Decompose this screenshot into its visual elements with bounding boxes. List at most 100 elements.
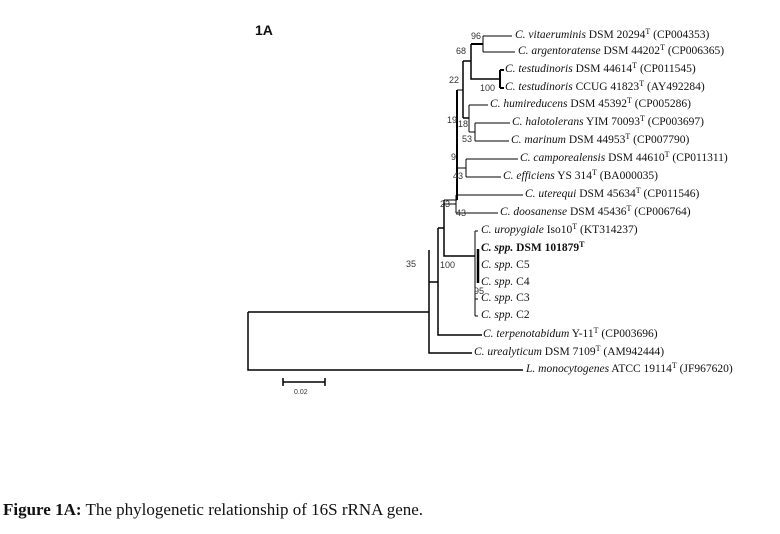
taxon-label: C. urealyticum DSM 7109T (AM942444) [474,344,665,359]
taxon-accession: (AM942444) [600,346,665,358]
branch [443,200,475,257]
taxon-strain: DSM 45634 [576,188,636,200]
taxon-accession: (CP011311) [669,152,728,164]
scale-bar-label: 0.02 [294,389,308,396]
taxon-strain: Y-11 [569,328,594,340]
taxon-strain: Iso10 [543,224,573,236]
branch [499,69,504,89]
figure-caption: Figure 1A: The phylogenetic relationship… [3,500,423,520]
taxon-accession: (CP006764) [631,206,691,218]
taxon-strain: DSM 44202 [600,45,661,57]
taxon-strain: C2 [513,309,530,321]
taxon-strain: YS 314 [554,170,593,182]
taxon-label: C. doosanense DSM 45436T (CP006764) [500,205,691,219]
taxon-label: C. halotolerans YIM 70093T (CP003697) [512,114,704,129]
branch [437,227,482,336]
taxon-label: C. marinum DSM 44953T (CP007790) [511,133,690,147]
taxon-name: C. urealyticum [474,346,542,358]
taxon-strain: DSM 44614 [572,63,633,75]
taxon-name: C. spp. [481,309,514,321]
taxon-strain: C3 [513,292,530,304]
taxon-name: C. argentoratense [518,45,601,57]
taxon-label: L. monocytogenes ATCC 19114T (JF967620) [526,362,733,376]
taxon-strain: DSM 45392 [567,98,627,110]
type-strain-mark: T [595,344,601,353]
bootstrap-value: 68 [456,46,467,56]
type-strain-mark: T [660,43,665,52]
type-strain-mark: T [592,168,597,177]
taxon-strain: DSM 101879 [513,242,580,254]
type-strain-mark: T [632,61,638,70]
scale-bar [282,378,326,386]
bootstrap-value: 100 [480,83,496,93]
taxon-name: L. monocytogenes [526,363,610,375]
type-strain-mark: T [572,222,578,231]
taxon-name: C. spp. [481,276,514,288]
type-strain-mark: T [640,114,645,123]
taxon-accession: (AY492284) [644,81,705,93]
taxon-strain: CCUG 41823 [572,81,640,93]
taxon-name: C. doosanense [500,206,568,218]
taxon-strain: C4 [513,276,530,288]
taxon-label: C. humireducens DSM 45392T (CP005286) [490,97,691,111]
branch [444,199,457,205]
figure-label: 1A [255,22,273,38]
taxon-strain: DSM 7109 [541,346,596,358]
taxon-label: C. uropygiale Iso10T (KT314237) [481,222,638,237]
taxon-accession: (CP003696) [598,328,658,340]
taxon-label: C. spp. DSM 101879T [481,240,585,255]
taxon-name: C. vitaeruminis [515,29,586,41]
taxon-name: C. halotolerans [512,116,584,128]
taxon-strain: DSM 44610 [605,152,665,164]
type-strain-mark: T [645,27,651,36]
bootstrap-value: 100 [440,260,456,270]
type-strain-mark: T [579,240,585,249]
taxon-label: C. vitaeruminis DSM 20294T (CP004353) [515,27,710,42]
bootstrap-value: 96 [471,31,482,41]
branch [470,44,500,80]
taxon-accession: (CP011546) [640,188,700,200]
bootstrap-value: 53 [462,134,473,144]
taxon-accession: (CP005286) [631,98,691,110]
branch [457,89,466,169]
taxon-strain: ATCC 19114 [609,363,672,375]
taxon-name: C. efficiens [503,170,555,182]
taxon-label: C. efficiens YS 314T (BA000035) [503,168,658,183]
taxon-name: C. camporealensis [520,152,606,164]
taxon-accession: (CP004353) [650,29,710,41]
taxon-strain: C5 [513,259,530,271]
type-strain-mark: T [593,326,599,335]
branch [428,250,472,354]
taxon-label: C. terpenotabidum Y-11T (CP003696) [483,326,658,341]
caption-label: Figure 1A: [3,500,82,519]
taxon-strain: YIM 70093 [583,116,640,128]
branch [462,61,469,119]
taxon-strain: DSM 44953 [565,134,626,146]
branch [468,104,488,132]
taxon-accession: (JF967620) [676,363,733,375]
taxon-accession: (KT314237) [577,224,638,236]
taxon-label: C. testudinoris DSM 44614T (CP011545) [505,61,696,76]
taxon-name: C. marinum [511,134,566,146]
taxon-label: C. uterequi DSM 45634T (CP011546) [525,187,700,201]
taxon-accession: (CP006365) [664,45,725,57]
bootstrap-value: 9 [451,152,457,162]
taxon-label: C. spp. C3 [481,292,530,304]
taxon-accession: (CP007790) [630,134,690,146]
caption-text: The phylogenetic relationship of 16S rRN… [81,500,424,519]
taxon-name: C. testudinoris [505,63,573,75]
bootstrap-value: 95 [474,286,485,296]
taxon-name: C. terpenotabidum [483,328,570,340]
bootstrap-value: 43 [456,208,467,218]
bootstrap-value: 43 [453,171,464,181]
taxon-label: C. spp. C2 [481,309,530,321]
taxon-name: C. spp. [481,292,514,304]
taxon-accession: (CP011545) [637,63,696,75]
type-strain-mark: T [664,150,670,159]
taxon-accession: (CP003697) [644,116,704,128]
taxon-label: C. testudinoris CCUG 41823T (AY492284) [505,80,705,94]
taxon-accession: (BA000035) [596,170,658,182]
bootstrap-value: 35 [406,259,417,269]
